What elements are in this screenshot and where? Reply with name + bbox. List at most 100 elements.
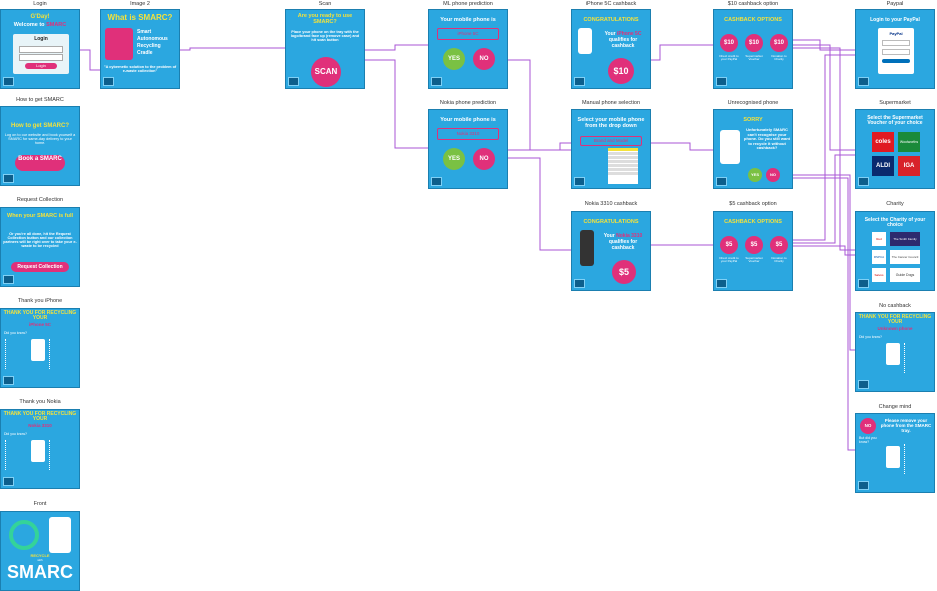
front-brand: SMARC [7, 562, 73, 582]
red-cross-button[interactable]: Red Cross [872, 232, 886, 255]
paypal-title: Login to your PayPal [870, 17, 920, 23]
ten-cashback-option-screen[interactable]: CASHBACK OPTIONS $10 $10 $10 Direct cred… [713, 9, 793, 89]
list-item[interactable] [608, 172, 638, 175]
aldi-button[interactable]: ALDI [872, 156, 894, 176]
guide-dogs-button[interactable]: Guide Dogs [890, 268, 920, 282]
scan-button[interactable]: SCAN [311, 57, 341, 87]
paypal-screen[interactable]: Login to your PayPal PayPal [855, 9, 935, 89]
acronym-smart: Smart [137, 29, 152, 35]
nokia-prediction-screen[interactable]: Your mobile phone is Nokia 3310 YES NO [428, 109, 508, 189]
node-label-supermarket: Supermarket [879, 100, 911, 106]
node-label-change-mind: Change mind [878, 404, 912, 410]
smith-family-button[interactable]: The Smith Family [890, 232, 920, 246]
paypal-email-field[interactable] [882, 40, 910, 46]
thank-title: THANK YOU FOR RECYCLING YOUR [3, 310, 77, 322]
connector [180, 47, 285, 51]
connector [651, 44, 713, 61]
supermarket-screen[interactable]: Select the Supermarket Voucher of your c… [855, 109, 935, 189]
smarc-logo-icon [3, 376, 14, 385]
prediction-title: Your mobile phone is [440, 117, 496, 123]
scan-instructions: Place your phone on the tray with the lo… [290, 30, 360, 42]
connector [80, 49, 100, 71]
charity-option-button[interactable]: $10 [770, 34, 788, 52]
smarc-logo-icon [431, 177, 442, 186]
phone-icon [31, 339, 45, 361]
yes-button[interactable]: YES [443, 48, 465, 70]
no-button[interactable]: NO [473, 48, 495, 70]
paypal-logo: PayPal [889, 31, 903, 36]
manual-selection-screen[interactable]: Select your mobile phone from the drop d… [571, 109, 651, 189]
smarc-logo-icon [716, 77, 727, 86]
charity-option-button[interactable]: $5 [770, 236, 788, 254]
stats-list [5, 339, 28, 369]
list-item[interactable] [608, 168, 638, 171]
paypal-option-button[interactable]: $10 [720, 34, 738, 52]
node-label-thank-nokia: Thank you Nokia [19, 399, 61, 405]
sorry-heading: SORRY [743, 117, 763, 123]
yes-button[interactable]: YES [443, 148, 465, 170]
woolworths-button[interactable]: Woolworths [898, 132, 920, 152]
five-cashback-option-screen[interactable]: CASHBACK OPTIONS $5 $5 $5 Direct credit … [713, 211, 793, 291]
login-screen[interactable]: G'Day! Welcome to SMARC Login Login [0, 9, 80, 89]
predicted-phone: iPhone 5C [437, 28, 499, 40]
username-field[interactable] [19, 46, 63, 53]
list-item[interactable] [608, 152, 638, 155]
list-item[interactable] [608, 148, 638, 151]
option-label: Supermarket Voucher [745, 256, 763, 264]
scan-screen[interactable]: Are you ready to use SMARC? Place your p… [285, 9, 365, 89]
smarc-logo-icon [716, 177, 727, 186]
acronym-cradle: Cradle [137, 50, 153, 56]
list-item[interactable] [608, 164, 638, 167]
cancer-council-button[interactable]: The Cancer Council [890, 250, 920, 264]
unrecognised-phone-screen[interactable]: SORRY Unfortunately SMARC can't recognis… [713, 109, 793, 189]
brand-model-dropdown[interactable]: Brand and Model [580, 136, 642, 146]
node-label-ten-option: $10 cashback option [727, 1, 779, 7]
phone-icon [720, 130, 740, 164]
node-label-image2: Image 2 [130, 1, 150, 7]
list-item[interactable] [608, 160, 638, 163]
rspca-button[interactable]: RSPCA [872, 250, 886, 264]
options-heading: CASHBACK OPTIONS [724, 17, 782, 23]
password-field[interactable] [19, 54, 63, 61]
congrats-heading: CONGRATULATIONS [583, 17, 639, 23]
coles-button[interactable]: coles [872, 132, 894, 152]
charity-screen[interactable]: Select the Charity of your choice Red Cr… [855, 211, 935, 291]
request-collection-button[interactable]: Request Collection [11, 262, 69, 272]
supermarket-option-button[interactable]: $10 [745, 34, 763, 52]
congrats-heading: CONGRATULATIONS [583, 219, 639, 225]
paypal-option-button[interactable]: $5 [720, 236, 738, 254]
cashback-amount: $5 [612, 260, 636, 284]
login-button[interactable]: Login [25, 63, 57, 69]
nokia-phone-icon [580, 230, 594, 266]
phone-icon [886, 446, 900, 468]
request-body: Or you're all done, hit the Request Coll… [3, 232, 77, 248]
supermarket-option-button[interactable]: $5 [745, 236, 763, 254]
smarc-logo-icon [858, 77, 869, 86]
iga-button[interactable]: IGA [898, 156, 920, 176]
paypal-login-button[interactable] [882, 59, 910, 63]
smarc-logo-icon [431, 77, 442, 86]
smarc-logo-icon [3, 77, 14, 86]
node-label-front: Front [33, 501, 47, 507]
salvos-button[interactable]: Salvos [872, 268, 886, 282]
yes-button[interactable]: YES [748, 168, 762, 182]
connector [365, 59, 428, 149]
option-label: Donation to Charity [771, 54, 787, 62]
ml-prediction-screen[interactable]: Your mobile phone is iPhone 5C YES NO [428, 9, 508, 89]
list-item[interactable] [608, 156, 638, 159]
how-to-get-screen[interactable]: How to get SMARC? Log on to our website … [0, 106, 80, 186]
no-button[interactable]: NO [766, 168, 780, 182]
login-panel-title: Login [34, 36, 48, 42]
stats-list [5, 440, 28, 470]
smarc-logo-icon [288, 77, 299, 86]
no-button[interactable]: NO [473, 148, 495, 170]
node-label-no-cashback: No cashback [879, 303, 911, 309]
what-is-smarc-screen: What is SMARC? Smart Autonomous Recyclin… [100, 9, 180, 89]
request-collection-screen[interactable]: When your SMARC is full Or you're all do… [0, 207, 80, 287]
node-label-iphone-cashback: iPhone 5C cashback [585, 1, 637, 7]
paypal-password-field[interactable] [882, 49, 910, 55]
dropdown-list[interactable] [608, 148, 638, 184]
book-smarc-button[interactable]: Book a SMARC [15, 155, 65, 171]
